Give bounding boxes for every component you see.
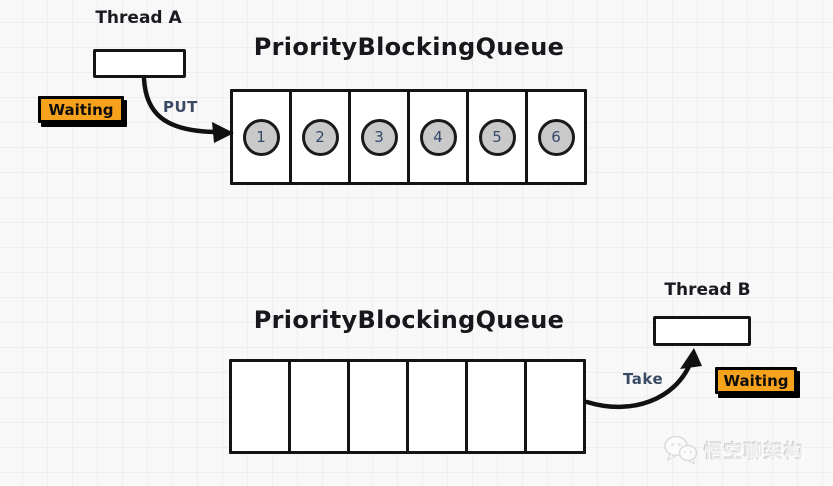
queue-slot (406, 359, 468, 454)
slot-item-circle: 4 (419, 118, 457, 156)
queue-slot (229, 359, 291, 454)
queue-slot (524, 359, 586, 454)
top-queue-title: PriorityBlockingQueue (253, 33, 565, 61)
bottom-queue (229, 359, 586, 454)
queue-slot (347, 359, 409, 454)
queue-slot: 4 (407, 89, 469, 185)
wechat-icon (664, 435, 698, 465)
queue-slot: 3 (348, 89, 410, 185)
thread-b-box (653, 316, 751, 346)
queue-slot: 6 (525, 89, 587, 185)
slot-item-circle: 3 (360, 118, 398, 156)
slot-item-circle: 2 (301, 118, 339, 156)
queue-slot (465, 359, 527, 454)
queue-slot: 5 (466, 89, 528, 185)
put-label: PUT (163, 98, 198, 116)
queue-slot: 1 (230, 89, 292, 185)
take-label: Take (623, 370, 664, 388)
thread-b-waiting-badge: Waiting (715, 367, 797, 394)
thread-b-label: Thread B (664, 280, 751, 300)
bottom-queue-title: PriorityBlockingQueue (253, 306, 565, 334)
watermark-text: 悟空聊架构 (704, 440, 805, 463)
thread-a-label: Thread A (95, 8, 182, 28)
slot-item-circle: 6 (537, 118, 575, 156)
watermark: 悟空聊架构 (663, 434, 804, 466)
slot-item-circle: 5 (478, 118, 516, 156)
slot-item-circle: 1 (242, 118, 280, 156)
thread-a-box (93, 49, 186, 78)
queue-slot: 2 (289, 89, 351, 185)
thread-a-waiting-badge: Waiting (38, 96, 124, 123)
queue-slot (288, 359, 350, 454)
